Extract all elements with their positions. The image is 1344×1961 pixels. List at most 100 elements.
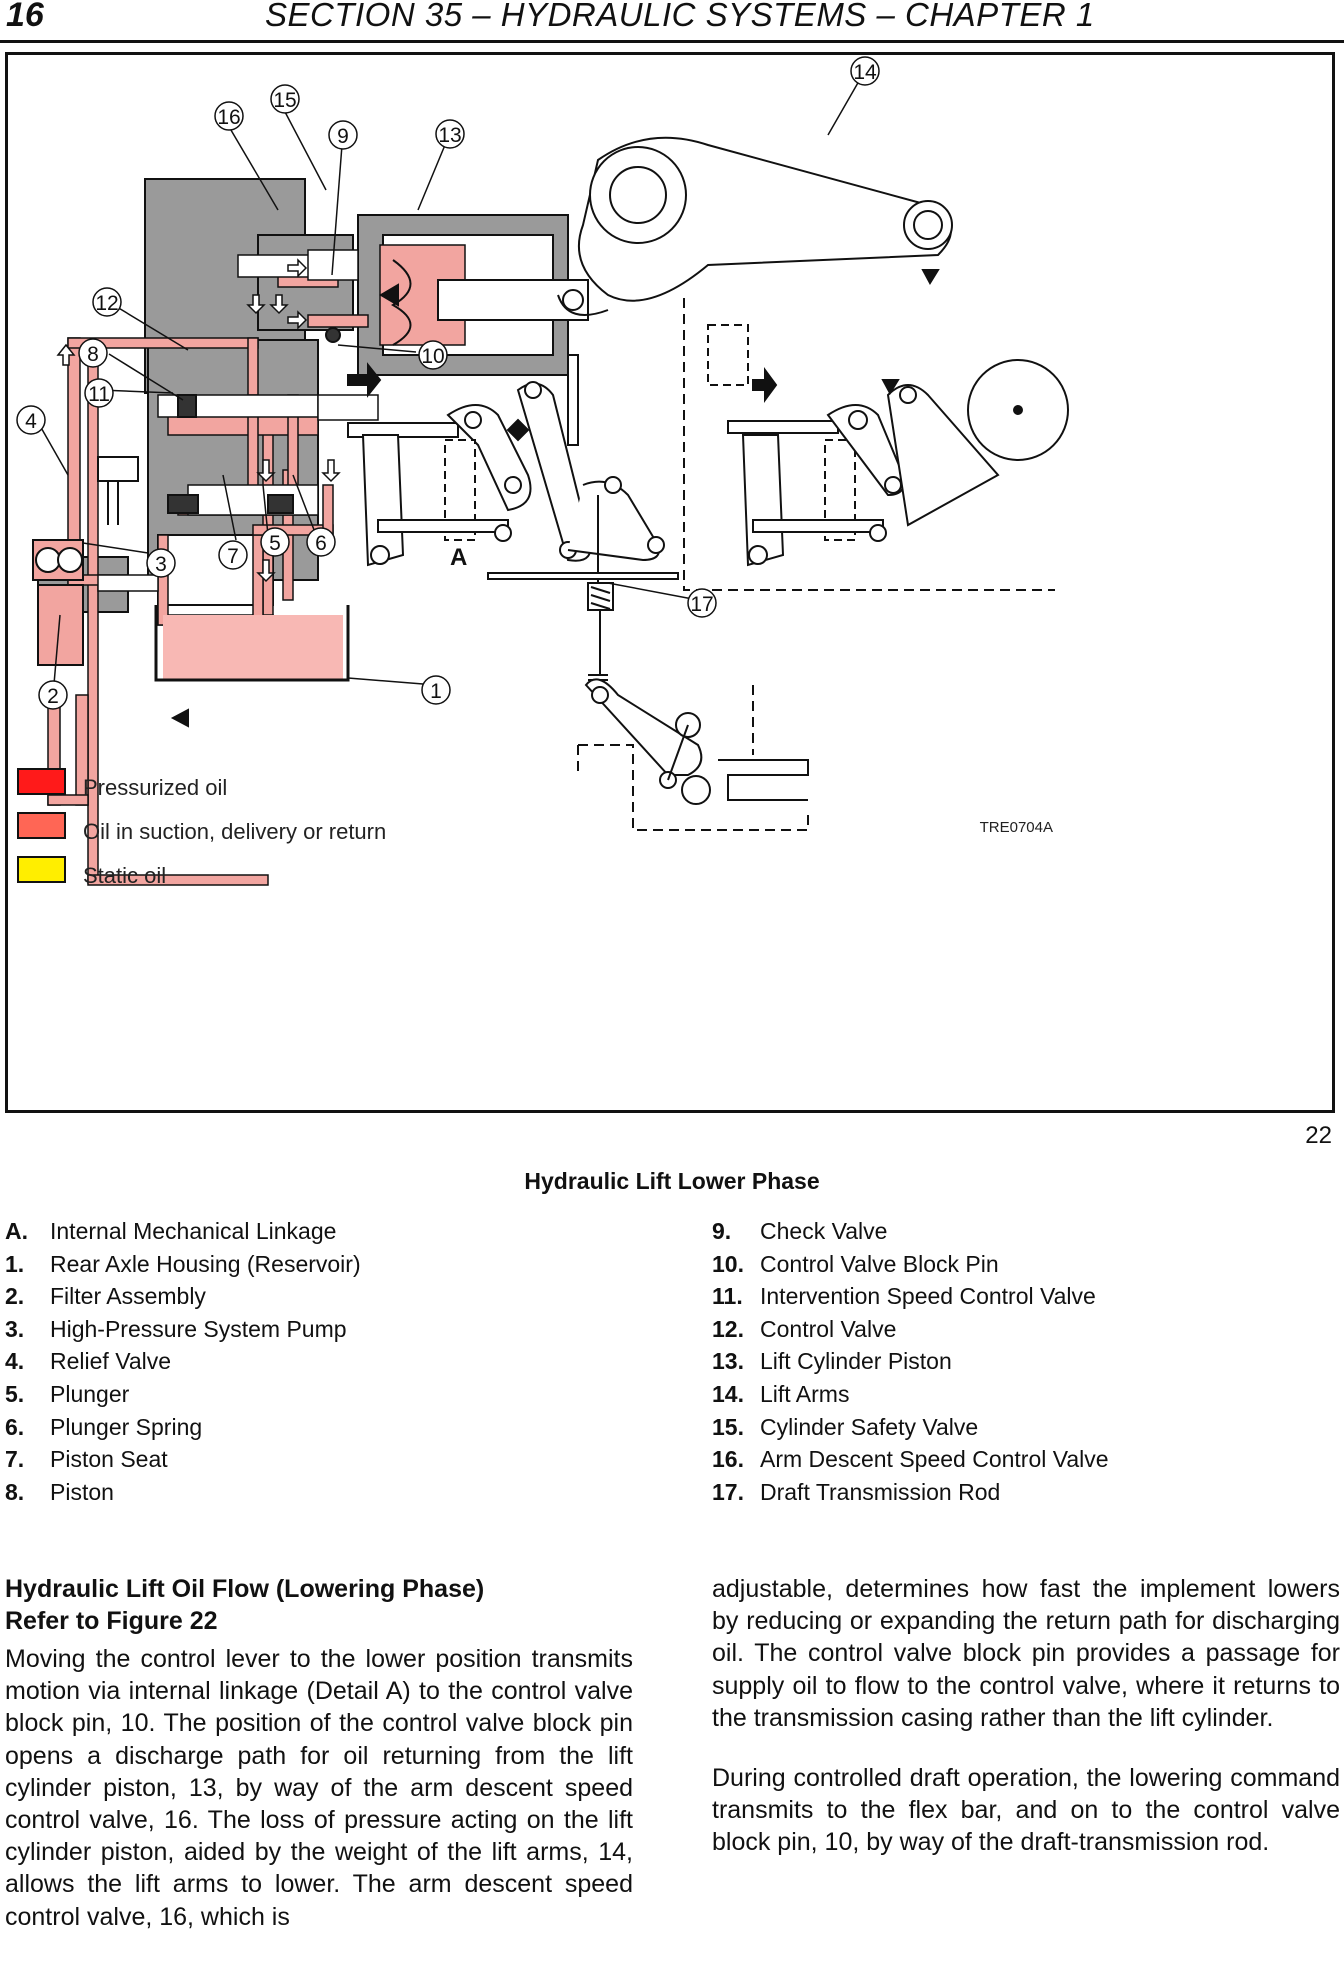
callout-15: 15 [273, 89, 296, 112]
legend-text: Lift Cylinder Piston [760, 1348, 952, 1375]
figure-code: TRE0704A [980, 819, 1053, 836]
figure-number: 22 [1305, 1122, 1332, 1149]
legend-key: 14. [712, 1380, 744, 1407]
legend-item: 14. Lift Arms [712, 1378, 1332, 1411]
legend-text: Piston Seat [50, 1446, 168, 1473]
figure-caption: Hydraulic Lift Lower Phase [524, 1168, 820, 1194]
body-column-right: adjustable, determines how fast the impl… [712, 1573, 1340, 1887]
legend-key: 13. [712, 1348, 744, 1375]
legend-key: 6. [5, 1413, 25, 1440]
legend-text: Rear Axle Housing (Reservoir) [50, 1250, 361, 1277]
legend-key: 15. [712, 1413, 744, 1440]
color-legend: Pressurized oil Oil in suction, delivery… [17, 768, 386, 888]
flow-arrows [56, 258, 341, 583]
detail-a-label: A [450, 544, 467, 571]
legend-text: High-Pressure System Pump [50, 1315, 347, 1342]
legend-text: Arm Descent Speed Control Valve [760, 1446, 1109, 1473]
callout-labels: 1 2 3 4 5 6 7 8 9 10 11 12 13 14 15 16 1… [16, 56, 880, 710]
callout-11: 11 [88, 383, 110, 406]
legend-item: 6. Plunger Spring [5, 1411, 645, 1444]
callout-3: 3 [155, 553, 167, 576]
legend-item: 15. Cylinder Safety Valve [712, 1411, 1332, 1444]
section-heading: Hydraulic Lift Oil Flow (Lowering Phase) [5, 1575, 485, 1603]
legend-item: 2. Filter Assembly [5, 1280, 645, 1313]
callout-5: 5 [269, 532, 281, 555]
legend-item: 11. Intervention Speed Control Valve [712, 1280, 1332, 1313]
legend-key: A. [5, 1218, 28, 1244]
legend-static-label: Static oil [83, 863, 166, 888]
legend-text: Intervention Speed Control Valve [760, 1283, 1096, 1310]
pump-assembly [32, 456, 139, 666]
legend-key: 16. [712, 1446, 744, 1473]
callout-12: 12 [95, 292, 118, 315]
body-paragraph-1: Moving the control lever to the lower po… [5, 1645, 633, 1931]
callout-1: 1 [430, 680, 442, 703]
legend-pressurized-label: Pressurized oil [83, 775, 227, 800]
body-column-left: Hydraulic Lift Oil Flow (Lowering Phase)… [5, 1573, 633, 1961]
legend-text: Filter Assembly [50, 1283, 206, 1310]
legend-key: 8. [5, 1478, 25, 1505]
legend-key: 2. [5, 1283, 25, 1310]
legend-key: 7. [5, 1446, 25, 1473]
page-header: 16 SECTION 35 – HYDRAULIC SYSTEMS – CHAP… [0, 0, 1344, 43]
callout-8: 8 [87, 343, 99, 366]
legend-text: Relief Valve [50, 1348, 172, 1375]
reservoir [154, 605, 350, 728]
legend-item: 4. Relief Valve [5, 1345, 645, 1378]
legend-text: Plunger Spring [50, 1413, 203, 1440]
legend-key: 5. [5, 1380, 25, 1407]
callout-13: 13 [438, 124, 461, 147]
legend-key: 17. [712, 1478, 744, 1505]
legend-suction-label: Oil in suction, delivery or return [83, 819, 386, 844]
callout-10: 10 [421, 345, 444, 368]
legend-item: 3. High-Pressure System Pump [5, 1313, 645, 1346]
legend-key: 1. [5, 1250, 25, 1277]
callout-14: 14 [853, 61, 877, 84]
callout-2: 2 [47, 685, 59, 708]
legend-item: 17. Draft Transmission Rod [712, 1476, 1332, 1509]
legend-key: 12. [712, 1315, 744, 1342]
callout-9: 9 [337, 125, 349, 148]
legend-item: 1. Rear Axle Housing (Reservoir) [5, 1248, 645, 1281]
header-rule [0, 40, 1344, 43]
legend-key: 3. [5, 1315, 25, 1342]
internal-linkage [347, 354, 809, 831]
legend-item: 7. Piston Seat [5, 1443, 645, 1476]
callout-6: 6 [315, 532, 327, 555]
legend-item: 9.Check Valve [712, 1215, 1332, 1248]
legend-item: 5. Plunger [5, 1378, 645, 1411]
callouts [30, 80, 860, 685]
legend-item: 12. Control Valve [712, 1313, 1332, 1346]
swatch-static [17, 856, 66, 883]
legend-item: 13. Lift Cylinder Piston [712, 1345, 1332, 1378]
section-title: SECTION 35 – HYDRAULIC SYSTEMS – CHAPTER… [265, 0, 1095, 33]
legend-item: 16. Arm Descent Speed Control Valve [712, 1443, 1332, 1476]
legend-item: 10.Control Valve Block Pin [712, 1248, 1332, 1281]
detail-inset [683, 298, 1069, 591]
swatch-pressurized [17, 768, 66, 795]
legend-key: 9. [712, 1218, 732, 1244]
valve-spools [97, 249, 379, 592]
figure-22-diagram: 1 2 3 4 5 6 7 8 9 10 11 12 13 14 15 16 1… [5, 52, 1335, 1113]
body-paragraph-3: During controlled draft operation, the l… [712, 1764, 1340, 1857]
legend-item: A.Internal Mechanical Linkage [5, 1215, 645, 1248]
lift-arm [557, 136, 953, 316]
legend-text: Lift Arms [760, 1380, 850, 1407]
page-number: 16 [6, 0, 44, 34]
legend-text: Control Valve [760, 1315, 897, 1342]
legend-item: 8. Piston [5, 1476, 645, 1509]
section-subheading: Refer to Figure 22 [5, 1607, 218, 1635]
legend-key: 4. [5, 1348, 25, 1375]
legend-text: Draft Transmission Rod [760, 1478, 1001, 1505]
legend-text: Cylinder Safety Valve [760, 1413, 979, 1440]
swatch-suction [17, 812, 66, 839]
callout-16: 16 [217, 106, 240, 129]
legend-key: 10. [712, 1250, 744, 1277]
hydraulic-diagram-svg: 1 2 3 4 5 6 7 8 9 10 11 12 13 14 15 16 1… [16, 56, 1069, 888]
legend-text: Plunger [50, 1380, 130, 1407]
parts-legend-right: 9.Check Valve 10.Control Valve Block Pin… [712, 1215, 1332, 1508]
legend-key: 11. [712, 1283, 743, 1310]
callout-7: 7 [227, 545, 239, 568]
body-paragraph-2: adjustable, determines how fast the impl… [712, 1575, 1340, 1732]
legend-text: Piston [50, 1478, 114, 1505]
